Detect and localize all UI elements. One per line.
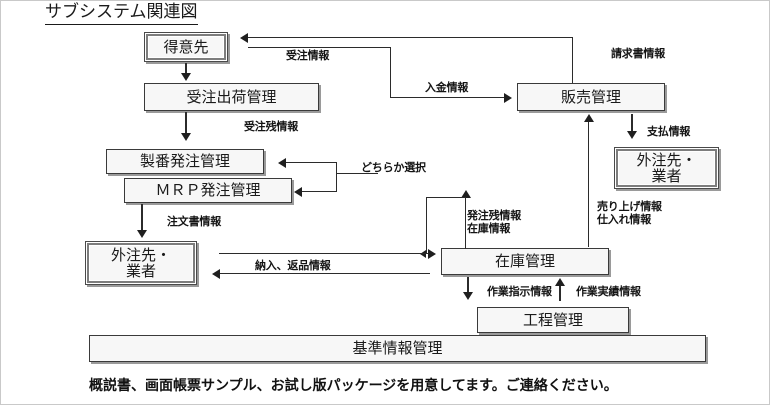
node-order-shipping-label: 受注出荷管理 bbox=[186, 87, 277, 106]
arrowhead-order-balance bbox=[181, 133, 191, 141]
connector-inventory-selection-left-drop bbox=[426, 197, 427, 253]
connector-sales-purchase-vertical bbox=[588, 121, 589, 247]
node-process-management-label: 工程管理 bbox=[522, 310, 583, 329]
connector-work-result-vertical bbox=[559, 283, 561, 301]
node-customer-label: 得意先 bbox=[163, 37, 209, 56]
connector-work-instruction-vertical bbox=[467, 277, 469, 295]
node-mrp-order-label: ＭＲＰ発注管理 bbox=[155, 181, 261, 199]
flow-label-sales-purchase-info: 売り上げ情報 仕入れ情報 bbox=[597, 200, 662, 226]
flow-label-work-instruction-info: 作業指示情報 bbox=[487, 285, 552, 298]
arrowhead-inventory-left bbox=[420, 250, 426, 258]
connector-inventory-selection-top bbox=[426, 197, 466, 198]
node-sales-management-label: 販売管理 bbox=[560, 87, 621, 106]
connector-selection-trunk-vertical bbox=[336, 162, 337, 192]
arrowhead-selection-to-seiban bbox=[278, 158, 286, 168]
arrowhead-return-to-subcontractor bbox=[212, 269, 220, 279]
arrowhead-work-result bbox=[555, 278, 565, 286]
flow-label-order-balance-info: 受注残情報 bbox=[244, 120, 298, 133]
arrowhead-work-instruction bbox=[463, 292, 473, 300]
flow-label-payment-info: 支払情報 bbox=[647, 125, 691, 138]
flow-label-invoice-info: 請求書情報 bbox=[611, 47, 665, 60]
flow-label-purchase-order-info: 注文書情報 bbox=[167, 215, 221, 228]
arrowhead-payment-received bbox=[504, 93, 512, 103]
footer-note: 概説書、画面帳票サンプル、お試し版パッケージを用意してます。ご連絡ください。 bbox=[89, 378, 618, 394]
node-subcontractor-left-label: 外注先・ 業者 bbox=[110, 246, 171, 280]
connector-delivery-to-inventory bbox=[219, 253, 430, 254]
node-seiban-order[interactable]: 製番発注管理 bbox=[106, 149, 264, 174]
flow-label-work-result-info: 作業実績情報 bbox=[576, 285, 641, 298]
node-customer[interactable]: 得意先 bbox=[144, 32, 228, 62]
flow-label-either-selection: どちらか選択 bbox=[361, 161, 426, 174]
arrowhead-selection-to-mrp bbox=[294, 187, 302, 197]
connector-selection-feed-horizontal bbox=[336, 173, 378, 174]
arrowhead-purchase-order bbox=[137, 230, 147, 238]
connector-selection-branch-lower bbox=[301, 191, 337, 192]
connector-payment-info-vertical bbox=[631, 114, 633, 133]
connector-payment-received-horizontal bbox=[390, 97, 506, 98]
node-subcontractor-right[interactable]: 外注先・ 業者 bbox=[614, 147, 719, 189]
node-subcontractor-left[interactable]: 外注先・ 業者 bbox=[85, 241, 197, 285]
connector-order-info-horizontal bbox=[248, 37, 572, 38]
node-mrp-order[interactable]: ＭＲＰ発注管理 bbox=[124, 178, 292, 203]
flow-label-payment-received-info: 入金情報 bbox=[425, 81, 469, 94]
arrowhead-payment-info bbox=[627, 131, 637, 139]
flow-label-po-balance-stock-info: 発注残情報 在庫情報 bbox=[467, 209, 521, 235]
connector-invoice-vertical bbox=[572, 37, 573, 83]
flow-label-delivery-return-info: 納入、返品情報 bbox=[255, 259, 331, 272]
node-seiban-order-label: 製番発注管理 bbox=[139, 152, 230, 170]
flow-label-order-info: 受注情報 bbox=[286, 49, 330, 62]
node-master-info-management[interactable]: 基準情報管理 bbox=[89, 335, 706, 362]
node-inventory-management-label: 在庫管理 bbox=[494, 252, 555, 270]
connector-inventory-to-selection-vertical bbox=[465, 197, 466, 249]
arrowhead-order-info bbox=[240, 33, 248, 43]
node-order-shipping[interactable]: 受注出荷管理 bbox=[144, 83, 319, 111]
node-master-info-management-label: 基準情報管理 bbox=[352, 339, 443, 357]
connector-selection-branch-upper bbox=[285, 162, 337, 163]
arrowhead-inventory-to-selection bbox=[461, 190, 471, 198]
connector-order-info-drop bbox=[390, 47, 391, 97]
connector-return-to-subcontractor bbox=[219, 273, 430, 274]
connector-order-balance-vertical bbox=[185, 112, 187, 135]
arrowhead-sales-purchase bbox=[584, 114, 594, 122]
connector-customer-to-order-shipping bbox=[185, 63, 187, 75]
node-subcontractor-right-label: 外注先・ 業者 bbox=[636, 151, 697, 185]
arrowhead-delivery-to-inventory bbox=[428, 249, 436, 259]
arrowhead-customer-to-order-shipping bbox=[181, 73, 191, 81]
node-inventory-management[interactable]: 在庫管理 bbox=[441, 248, 609, 275]
page-title: サブシステム関連図 bbox=[45, 2, 198, 25]
connector-purchase-order-vertical bbox=[141, 204, 143, 232]
connector-order-info-lower-horizontal bbox=[248, 47, 390, 48]
node-process-management[interactable]: 工程管理 bbox=[477, 307, 629, 333]
node-sales-management[interactable]: 販売管理 bbox=[517, 83, 665, 111]
